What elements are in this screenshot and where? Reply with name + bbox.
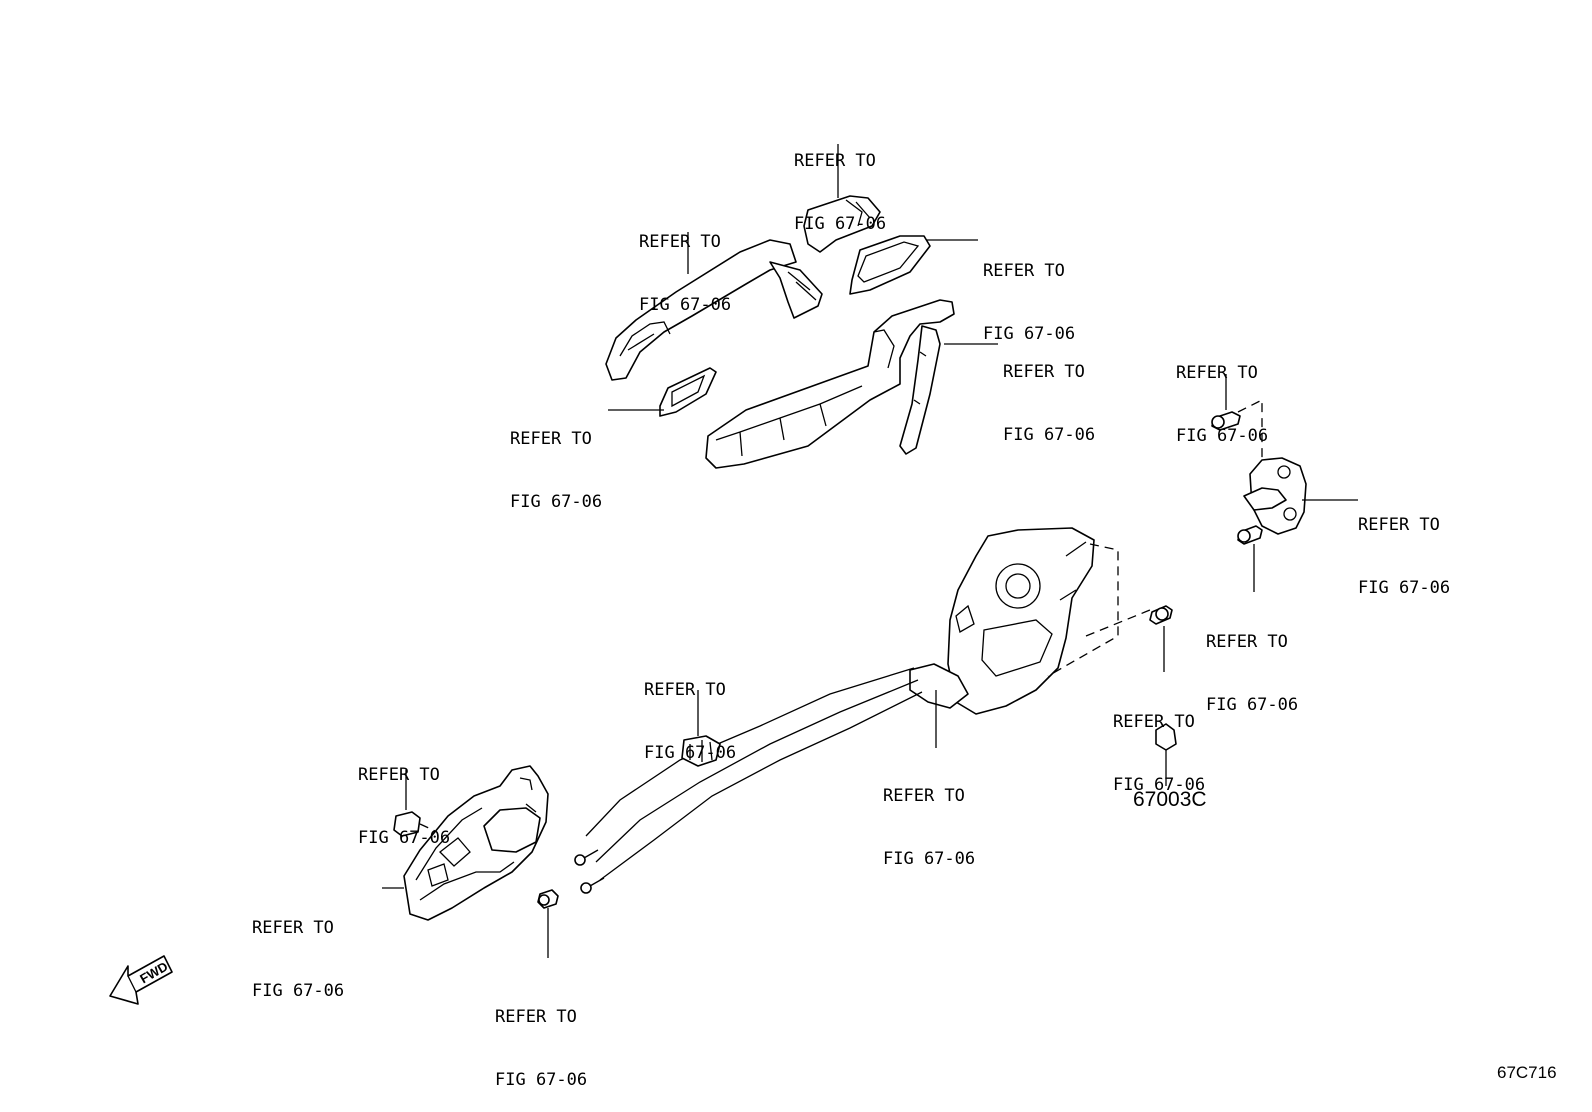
lock-screw-part (1149, 605, 1173, 672)
callout-line2: FIG 67-06 (794, 214, 887, 234)
callout-line1: REFER TO (1206, 632, 1288, 652)
fwd-arrow-icon (109, 955, 173, 1005)
callout-striker: REFER TO FIG 67-06 (1358, 473, 1450, 620)
callout-striker-screw-top: REFER TO FIG 67-06 (1176, 321, 1268, 468)
callout-line2: FIG 67-06 (495, 1070, 588, 1090)
outer-handle-cover-part (803, 144, 881, 253)
callout-line2: FIG 67-06 (358, 828, 451, 848)
callout-handle-frame: REFER TO FIG 67-06 (1003, 320, 1095, 467)
cable-clip-part (681, 690, 721, 767)
callout-inner-handle: REFER TO FIG 67-06 (252, 876, 344, 1023)
callout-line1: REFER TO (252, 918, 334, 938)
callout-line2: FIG 67-06 (510, 492, 603, 512)
callout-inner-handle-screw: REFER TO FIG 67-06 (495, 965, 587, 1112)
handle-pad-right-part (849, 235, 978, 295)
callout-line2: FIG 67-06 (1003, 425, 1096, 445)
callout-striker-screw-bottom: REFER TO FIG 67-06 (1206, 590, 1298, 737)
cap-67003c-part (1155, 723, 1177, 786)
callout-line1: REFER TO (1003, 362, 1085, 382)
callout-line1: REFER TO (358, 765, 440, 785)
callout-line1: REFER TO (983, 261, 1065, 281)
callout-line1: REFER TO (883, 786, 965, 806)
callout-line2: FIG 67-06 (1206, 695, 1299, 715)
callout-outer-handle-cover-top: REFER TO FIG 67-06 (794, 109, 886, 256)
inner-handle-part (382, 765, 549, 921)
lock-cable-part (574, 663, 969, 894)
callout-line1: REFER TO (1176, 363, 1258, 383)
callout-line2: FIG 67-06 (252, 981, 345, 1001)
callout-line1: REFER TO (1358, 515, 1440, 535)
callout-line1: REFER TO (794, 151, 876, 171)
callout-line2: FIG 67-06 (644, 743, 737, 763)
callout-inner-clip: REFER TO FIG 67-06 (358, 723, 450, 870)
callout-lock-cable: REFER TO FIG 67-06 (883, 744, 975, 891)
callout-line1: REFER TO (644, 680, 726, 700)
callout-line1: REFER TO (639, 232, 721, 252)
callout-line1: REFER TO (495, 1007, 577, 1027)
striker-screw-top-part (1211, 374, 1263, 470)
striker-part (1243, 457, 1358, 535)
outer-handle-part (605, 232, 823, 381)
callout-lock-screw: REFER TO FIG 67-06 (1113, 670, 1205, 817)
callout-outer-handle: REFER TO FIG 67-06 (639, 190, 731, 337)
callout-line1: REFER TO (510, 429, 592, 449)
callout-line2: FIG 67-06 (983, 324, 1076, 344)
callout-handle-pad-left: REFER TO FIG 67-06 (510, 387, 602, 534)
inner-handle-screw-part (537, 889, 559, 958)
door-lock-assembly-part (947, 527, 1151, 715)
handle-frame-part (705, 299, 998, 469)
part-number-label: 67003C (1133, 788, 1207, 811)
handle-pad-left-part (608, 367, 717, 417)
callout-line2: FIG 67-06 (1113, 775, 1206, 795)
figure-code: 67C716 (1497, 1063, 1557, 1082)
callout-line2: FIG 67-06 (639, 295, 732, 315)
callout-line1: REFER TO (1113, 712, 1195, 732)
callout-handle-pad-right: REFER TO FIG 67-06 (983, 219, 1075, 366)
callout-line2: FIG 67-06 (883, 849, 976, 869)
callout-cable-clip: REFER TO FIG 67-06 (644, 638, 736, 785)
callout-line2: FIG 67-06 (1358, 578, 1451, 598)
striker-screw-bottom-part (1237, 525, 1263, 592)
callout-line2: FIG 67-06 (1176, 426, 1269, 446)
